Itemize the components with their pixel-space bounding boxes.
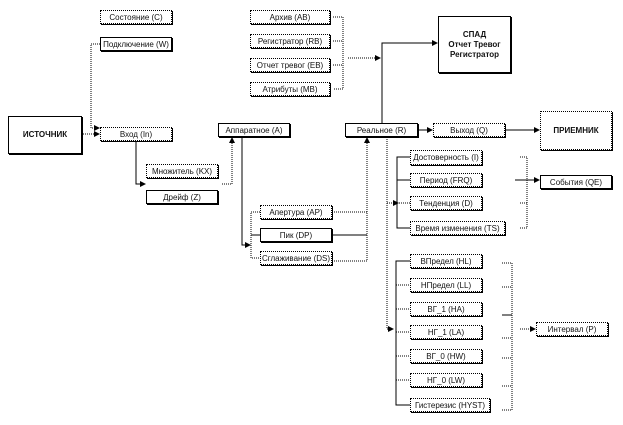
spad-alarm-report: Отчет Тревог — [448, 39, 501, 49]
period-node: Период (FRQ) — [410, 173, 482, 187]
recorder-node: Регистратор (RB) — [250, 34, 330, 48]
attributes-node: Атрибуты (MB) — [250, 82, 330, 96]
spad-title: СПАД — [462, 29, 487, 39]
drift-node: Дрейф (Z) — [146, 190, 218, 204]
output-node: Выход (Q) — [433, 123, 505, 137]
smoothing-node: Сглаживание (DS) — [260, 251, 332, 265]
source-node: ИСТОЧНИК — [8, 116, 82, 154]
low-bound-0-node: НГ_0 (LW) — [410, 373, 482, 387]
spad-node: СПАД Отчет Тревог Регистратор — [438, 16, 511, 73]
alarm-report-node: Отчет тревог (EB) — [250, 58, 330, 72]
trend-node: Тенденция (D) — [410, 196, 482, 210]
events-node: События (QE) — [540, 175, 612, 189]
high-limit-node: ВПредел (HL) — [410, 254, 482, 268]
archive-node: Архив (AB) — [250, 10, 330, 24]
receiver-node: ПРИЕМНИК — [540, 111, 612, 150]
receiver-label: ПРИЕМНИК — [553, 125, 599, 135]
change-time-node: Время изменения (TS) — [410, 221, 505, 235]
low-bound-1-node: НГ_1 (LA) — [410, 325, 482, 339]
multiplier-node: Множитель (KX) — [146, 164, 218, 178]
connection-node: Подключение (W) — [100, 37, 172, 51]
hysteresis-node: Гистерезис (HYST) — [410, 398, 490, 412]
input-node: Вход (In) — [100, 127, 172, 141]
aperture-node: Апертура (AP) — [260, 205, 332, 219]
spad-recorder: Регистратор — [449, 49, 500, 59]
low-limit-node: НПредел (LL) — [410, 278, 482, 292]
peak-node: Пик (DP) — [260, 228, 332, 242]
reliability-node: Достоверность (I) — [410, 150, 482, 165]
source-label: ИСТОЧНИК — [22, 130, 68, 139]
hardware-node: Аппаратное (A) — [218, 123, 290, 137]
real-node: Реальное (R) — [345, 123, 418, 137]
state-node: Состояние (C) — [100, 10, 172, 24]
high-bound-1-node: ВГ_1 (HA) — [410, 302, 482, 316]
interval-node: Интервал (P) — [536, 322, 608, 336]
high-bound-0-node: ВГ_0 (HW) — [410, 349, 482, 363]
